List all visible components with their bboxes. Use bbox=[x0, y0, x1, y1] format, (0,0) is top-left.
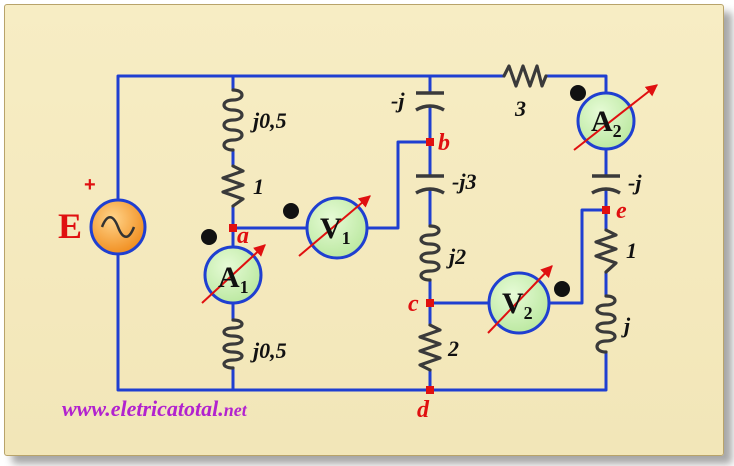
label-resistor-right: 1 bbox=[626, 238, 637, 263]
node-marker-a bbox=[229, 224, 237, 232]
label-capacitor-mid: -j3 bbox=[452, 169, 476, 194]
a2-sub: 2 bbox=[613, 121, 622, 141]
wire-v1-b bbox=[368, 140, 430, 230]
label-inductor-mid: j2 bbox=[446, 244, 466, 269]
a2-main: A bbox=[591, 105, 613, 138]
resistor-top bbox=[502, 64, 548, 88]
voltmeter-v2: V2 bbox=[487, 265, 553, 335]
node-label-d: d bbox=[417, 397, 430, 423]
website-suffix: net bbox=[224, 400, 248, 420]
node-label-c: c bbox=[408, 291, 419, 317]
svg-text:A2: A2 bbox=[591, 105, 622, 141]
label-inductor-left-bottom: j0,5 bbox=[250, 338, 287, 363]
wire-top-left bbox=[116, 74, 504, 200]
label-resistor-left: 1 bbox=[253, 174, 264, 199]
node-marker-e bbox=[602, 206, 610, 214]
svg-text:A1: A1 bbox=[218, 261, 249, 297]
v2-main: V bbox=[502, 287, 524, 320]
label-inductor-left-top: j0,5 bbox=[250, 108, 287, 133]
v1-sub: 1 bbox=[342, 228, 351, 248]
resistor-right bbox=[594, 228, 618, 274]
source-polarity: + bbox=[84, 174, 96, 196]
ammeter-a1: A1 bbox=[201, 244, 266, 305]
website-link[interactable]: www.eletricatotal.net bbox=[62, 396, 248, 421]
svg-text:V1: V1 bbox=[320, 212, 351, 248]
a1-sub: 1 bbox=[240, 277, 249, 297]
capacitor-mid bbox=[415, 174, 445, 195]
inductor-left-bottom bbox=[222, 318, 244, 370]
polarity-dot-a1 bbox=[201, 229, 217, 245]
v2-sub: 2 bbox=[524, 303, 533, 323]
v1-main: V bbox=[320, 212, 342, 245]
label-resistor-top: 3 bbox=[514, 96, 526, 121]
wire-v2-e bbox=[550, 208, 606, 305]
label-inductor-right: j bbox=[621, 313, 631, 338]
a1-main: A bbox=[218, 261, 240, 294]
capacitor-mid-top bbox=[415, 91, 445, 112]
node-label-e: e bbox=[616, 198, 627, 224]
ammeter-a2: A2 bbox=[573, 84, 658, 151]
resistor-left bbox=[221, 164, 245, 208]
label-capacitor-right: -j bbox=[628, 170, 642, 195]
capacitor-right bbox=[591, 174, 621, 195]
node-marker-b bbox=[426, 138, 434, 146]
resistor-mid bbox=[418, 323, 442, 372]
polarity-dot-v1 bbox=[283, 203, 299, 219]
node-marker-d bbox=[426, 386, 434, 394]
inductor-left-top bbox=[222, 88, 244, 152]
ac-source bbox=[89, 198, 147, 256]
node-marker-c bbox=[426, 299, 434, 307]
label-capacitor-mid-top: -j bbox=[391, 88, 405, 113]
inductor-right bbox=[595, 294, 617, 354]
voltmeter-v1: V1 bbox=[298, 195, 371, 260]
sine-wave-icon bbox=[100, 216, 136, 238]
wire-top-right bbox=[546, 74, 608, 92]
source-label: E bbox=[58, 206, 82, 246]
website-main: www.eletricatotal. bbox=[62, 396, 224, 421]
svg-text:V2: V2 bbox=[502, 287, 533, 323]
inductor-mid bbox=[419, 224, 441, 282]
polarity-dot-v2 bbox=[554, 281, 570, 297]
wire-bottom bbox=[116, 254, 608, 392]
node-label-a: a bbox=[237, 223, 249, 249]
polarity-dot-a2 bbox=[570, 85, 586, 101]
label-resistor-mid: 2 bbox=[447, 336, 459, 361]
node-label-b: b bbox=[438, 130, 450, 156]
